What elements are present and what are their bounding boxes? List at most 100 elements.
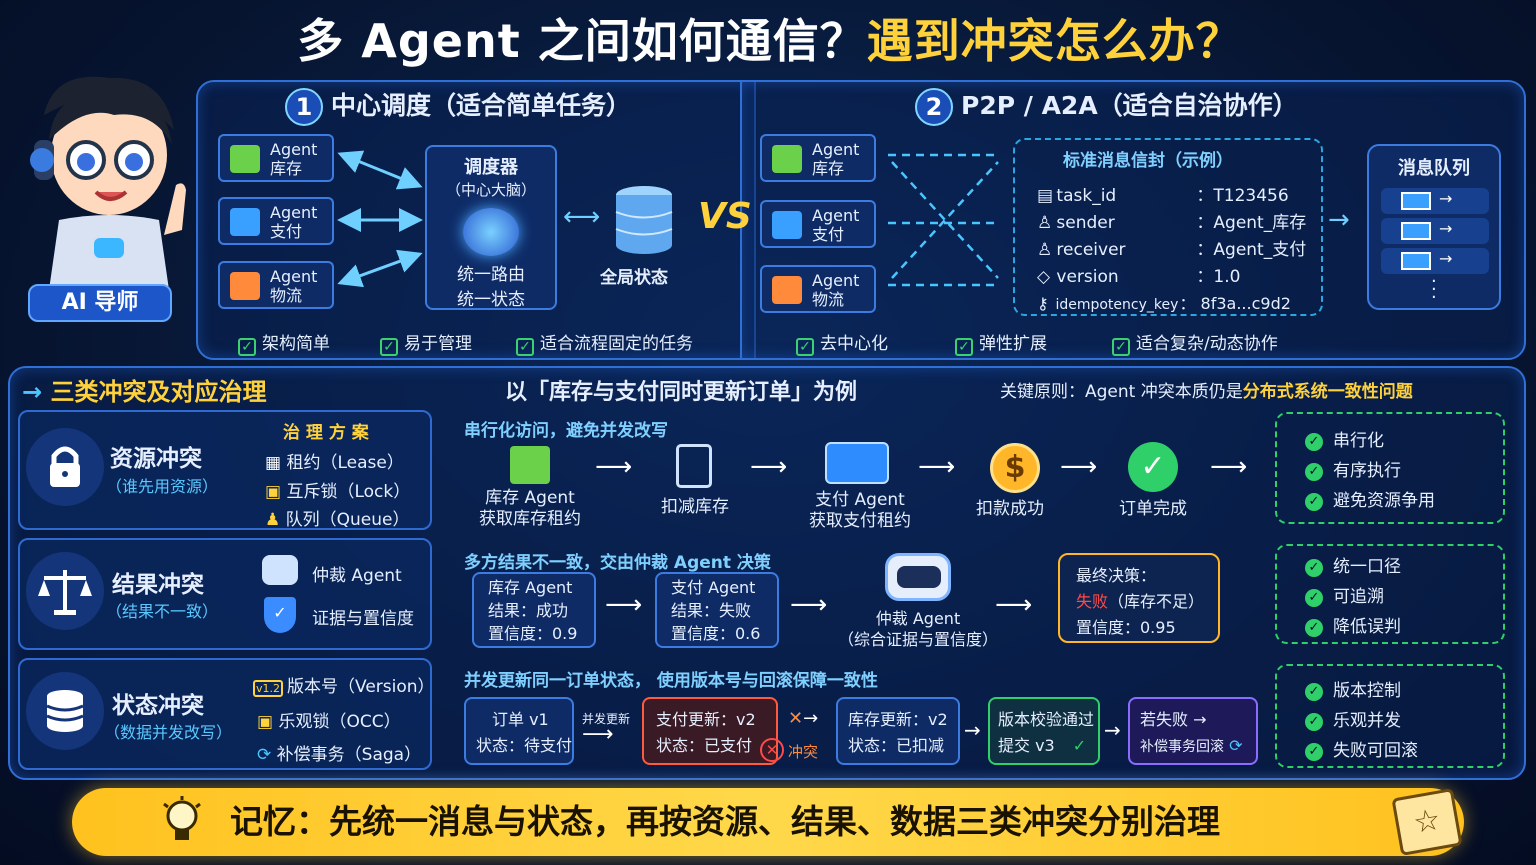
benefit-label: 乐观并发 xyxy=(1333,711,1401,731)
envelope-key: sender xyxy=(1056,213,1115,233)
agent-label: Agent xyxy=(812,271,860,290)
envelope-row: ⚷ idempotency_key： 8f3a...c9d2 xyxy=(1037,290,1291,314)
method-label: 补偿事务（Saga） xyxy=(276,745,422,765)
envelope-key: version xyxy=(1056,267,1119,287)
central-check-3: ✓适合流程固定的任务 xyxy=(516,329,693,356)
benefit-item: ✓ 串行化 xyxy=(1305,426,1503,456)
result-method: 仲裁 Agent xyxy=(312,566,402,586)
principle-text: 关键原则：Agent 冲突本质仍是 xyxy=(1000,382,1243,402)
step-label: 扣减库存 xyxy=(661,497,729,517)
central-num: 1 xyxy=(285,88,323,126)
check-icon: ✓ xyxy=(1305,433,1323,451)
box-line: 状态：待支付 xyxy=(476,736,573,755)
credit-card-icon xyxy=(230,208,260,236)
state-method: ⟳ 补偿事务（Saga） xyxy=(257,740,421,765)
state-conflict-name: 状态冲突 xyxy=(112,693,204,719)
box-line: 库存更新：v2 xyxy=(848,710,948,729)
agent-label: Agent xyxy=(270,140,318,159)
benefit-label: 有序执行 xyxy=(1333,461,1401,481)
arbiter-line: 仲裁 Agent xyxy=(875,609,961,628)
box-line: 状态：已支付 xyxy=(656,736,753,755)
banner-text: 记忆：先统一消息与状态，再按资源、结果、数据三类冲突分别治理 xyxy=(230,802,1220,841)
benefit-label: 降低误判 xyxy=(1333,617,1401,637)
resource-step: 订单完成 xyxy=(1098,499,1208,520)
arrow-icon: → xyxy=(22,378,51,406)
card-line: 结果：成功 xyxy=(488,601,569,620)
resource-step: 扣减库存 xyxy=(640,497,750,518)
method-label: 互斥锁（Lock） xyxy=(286,482,411,502)
benefit-item: ✓版本控制 xyxy=(1305,676,1503,706)
result-benefits: ✓统一口径 ✓可追溯 ✓降低误判 xyxy=(1275,544,1505,644)
database-icon xyxy=(614,185,674,257)
key-principle: 关键原则：Agent 冲突本质仍是分布式系统一致性问题 xyxy=(1000,377,1413,402)
method-label: 租约（Lease） xyxy=(286,453,404,473)
envelope-title: 标准消息信封（示例） xyxy=(1063,151,1233,171)
step-label: 获取支付租约 xyxy=(809,511,911,531)
agent-label: 库存 xyxy=(812,159,845,178)
database-stack-icon xyxy=(26,672,104,750)
agent-label: Agent xyxy=(812,206,860,225)
pay-line: 支付更新：v2 xyxy=(656,710,756,729)
resource-conflict-sub: （谁先用资源） xyxy=(106,477,219,496)
checkbox-icon: ✓ xyxy=(516,338,534,356)
queue-people-icon: ♟ xyxy=(265,510,286,530)
truck-icon xyxy=(772,276,802,304)
step-label: 订单完成 xyxy=(1119,499,1187,519)
envelope-queue-arrow: → xyxy=(1328,205,1350,235)
p2p-check-1: ✓去中心化 xyxy=(796,329,888,356)
benefit-item: ✓有序执行 xyxy=(1305,456,1503,486)
decision-line: 失败（库存不足） xyxy=(1076,589,1218,615)
central-check-1: ✓架构简单 xyxy=(238,329,330,356)
result-flow-title: 多方结果不一致，交由仲裁 Agent 决策 xyxy=(464,553,771,573)
example-title: 以「库存与支付同时更新订单」为例 xyxy=(505,380,858,405)
credit-card-icon xyxy=(772,211,802,239)
benefit-label: 串行化 xyxy=(1333,431,1384,451)
checkbox-icon: ✓ xyxy=(380,338,398,356)
card-line: 库存 Agent xyxy=(488,578,573,597)
agent-label: Agent xyxy=(270,203,318,222)
box-line: 提交 v3✓ xyxy=(998,733,1098,759)
envelope-value: ：Agent_支付 xyxy=(1196,240,1307,260)
arbiter-robot-icon xyxy=(885,553,951,601)
step-icon-cube xyxy=(510,446,550,484)
mascot-illustration xyxy=(30,76,186,290)
truck-icon xyxy=(230,272,260,300)
lightbulb-icon xyxy=(160,796,204,848)
version-tag-icon: v1.2 xyxy=(253,680,284,697)
benefit-item: ✓可追溯 xyxy=(1305,582,1503,612)
conflict-arrow-icon: ✕→ xyxy=(788,708,819,729)
check-circle-icon: ✓ xyxy=(1128,442,1178,492)
cube-icon xyxy=(230,145,260,173)
decision-reason: （库存不足） xyxy=(1108,592,1205,611)
robot-icon xyxy=(262,555,298,585)
agent-label: 支付 xyxy=(812,225,845,244)
benefit-item: ✓失败可回滚 xyxy=(1305,736,1503,766)
flow-arrow: ⟶ xyxy=(790,590,828,620)
central-arrows xyxy=(337,150,423,288)
final-decision-card: 最终决策： 失败（库存不足） 置信度：0.95 xyxy=(1058,553,1220,643)
user-icon: ♙ xyxy=(1037,213,1053,233)
check-icon: ✓ xyxy=(1305,559,1323,577)
checkbox-icon: ✓ xyxy=(238,338,256,356)
clipboard-icon: ▤ xyxy=(1037,186,1054,206)
agent-label: Agent xyxy=(812,140,860,159)
benefit-item: ✓乐观并发 xyxy=(1305,706,1503,736)
mascot-avatar xyxy=(14,60,194,290)
clipboard-check-icon xyxy=(676,444,712,488)
check-icon: ✓ xyxy=(1305,589,1323,607)
check-icon: ✓ xyxy=(1305,619,1323,637)
decision-line: 最终决策： xyxy=(1076,566,1157,585)
checkbox-icon: ✓ xyxy=(1112,338,1130,356)
payment-update-box: 支付更新：v2 状态：已支付 xyxy=(642,697,778,765)
check-icon: ✓ xyxy=(1305,743,1323,761)
central-check-2: ✓易于管理 xyxy=(380,329,472,356)
conflict-x-icon: ✕ xyxy=(760,738,784,762)
mail-icon: → xyxy=(1381,218,1489,244)
state-conflict-sub: （数据并发改写） xyxy=(104,723,233,742)
